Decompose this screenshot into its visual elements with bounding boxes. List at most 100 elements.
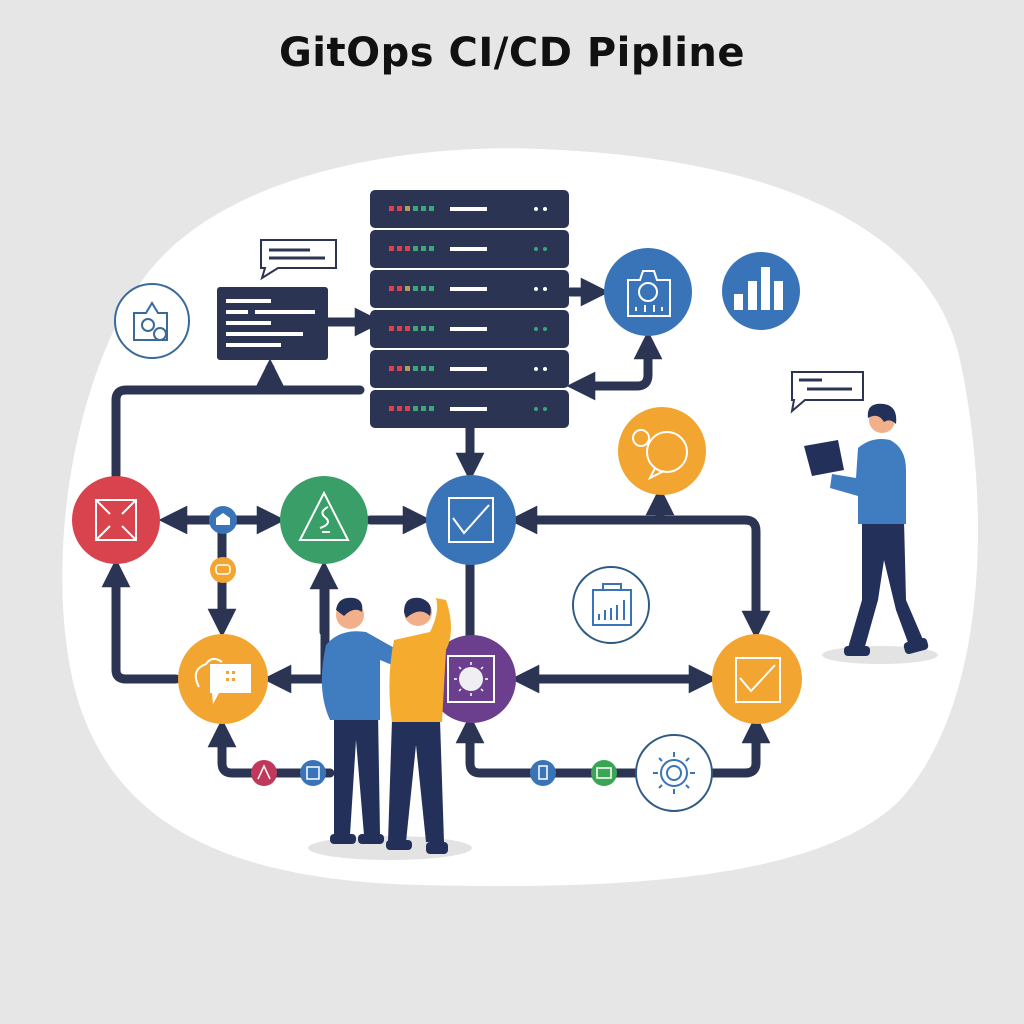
drive-slot [450, 407, 487, 411]
upload-icon [133, 301, 168, 341]
connector-red-cloud [101, 558, 181, 684]
indicator-dot [534, 247, 538, 251]
status-led [421, 366, 426, 371]
sun-frame-icon [447, 655, 495, 703]
status-led [397, 246, 402, 251]
blue-check-node[interactable] [426, 475, 516, 565]
indicator-dot [543, 207, 547, 211]
status-led [429, 286, 434, 291]
server-unit [370, 310, 569, 348]
status-led [413, 406, 418, 411]
indicator-dot [534, 367, 538, 371]
status-led [397, 286, 402, 291]
status-led [421, 326, 426, 331]
status-led [389, 246, 394, 251]
indicator-dot [543, 287, 547, 291]
red-node[interactable] [72, 476, 160, 564]
outline-upload-node[interactable] [114, 283, 190, 359]
drive-slot [450, 207, 487, 211]
chat-bubble-icon [632, 429, 688, 481]
indicator-dot [543, 327, 547, 331]
indicator-dot [534, 407, 538, 411]
small-green-node[interactable] [591, 760, 617, 786]
checkbox-icon [448, 497, 494, 543]
status-led [413, 326, 418, 331]
drive-slot [450, 367, 487, 371]
small-orange-hub[interactable] [210, 557, 236, 583]
report-icon [592, 583, 632, 626]
indicator-dot [534, 207, 538, 211]
status-led [397, 366, 402, 371]
status-led [421, 206, 426, 211]
status-led [429, 326, 434, 331]
status-led [429, 366, 434, 371]
server-unit [370, 350, 569, 388]
monitor-icon [217, 287, 328, 360]
status-led [413, 286, 418, 291]
small-red-node[interactable] [251, 760, 277, 786]
person-yellow-shirt [386, 597, 451, 854]
status-led [413, 206, 418, 211]
checkbox-icon [735, 657, 781, 703]
purple-node[interactable] [428, 635, 516, 723]
cloud-chat-icon [194, 658, 251, 704]
envelope-icon [95, 499, 137, 541]
server-rack-icon [370, 190, 569, 428]
outline-gear-node[interactable] [635, 734, 713, 812]
bar-chart-icon [734, 267, 783, 310]
drive-slot [450, 287, 487, 291]
status-led [405, 286, 410, 291]
indicator-dot [534, 327, 538, 331]
page-title: GitOps CI/CD Pipline [278, 30, 746, 76]
status-led [389, 366, 394, 371]
status-led [421, 246, 426, 251]
status-led [397, 206, 402, 211]
cloud-chat-node[interactable] [178, 634, 268, 724]
connector-check-right [508, 505, 771, 640]
status-led [429, 206, 434, 211]
speech-bubble-icon [790, 371, 864, 414]
indicator-dot [543, 367, 547, 371]
status-led [405, 406, 410, 411]
status-led [405, 206, 410, 211]
person-with-laptop [804, 403, 929, 656]
status-led [405, 326, 410, 331]
status-led [405, 246, 410, 251]
camera-icon [627, 270, 671, 317]
status-led [421, 286, 426, 291]
status-led [413, 246, 418, 251]
server-unit [370, 270, 569, 308]
green-node[interactable] [280, 476, 368, 564]
server-unit [370, 190, 569, 228]
camera-node[interactable] [604, 248, 692, 336]
drive-slot [450, 247, 487, 251]
chat-node[interactable] [618, 407, 706, 495]
connector-camera-rack [566, 330, 663, 401]
server-unit [370, 230, 569, 268]
small-blue-hub[interactable] [209, 506, 237, 534]
status-led [389, 326, 394, 331]
status-led [413, 366, 418, 371]
small-blue-node-2[interactable] [530, 760, 556, 786]
status-led [429, 246, 434, 251]
status-led [389, 286, 394, 291]
drive-slot [450, 327, 487, 331]
chart-node[interactable] [722, 252, 800, 330]
status-led [389, 406, 394, 411]
status-led [429, 406, 434, 411]
status-led [397, 326, 402, 331]
gear-icon [653, 752, 695, 794]
status-led [397, 406, 402, 411]
server-unit [370, 390, 569, 428]
orange-check-node[interactable] [712, 634, 802, 724]
indicator-dot [543, 407, 547, 411]
outline-report-node[interactable] [572, 566, 650, 644]
indicator-dot [534, 287, 538, 291]
connector-bottom-left [207, 718, 335, 778]
status-led [389, 206, 394, 211]
small-blue-node[interactable] [300, 760, 326, 786]
status-led [421, 406, 426, 411]
indicator-dot [543, 247, 547, 251]
speech-bubble-icon [260, 239, 337, 281]
